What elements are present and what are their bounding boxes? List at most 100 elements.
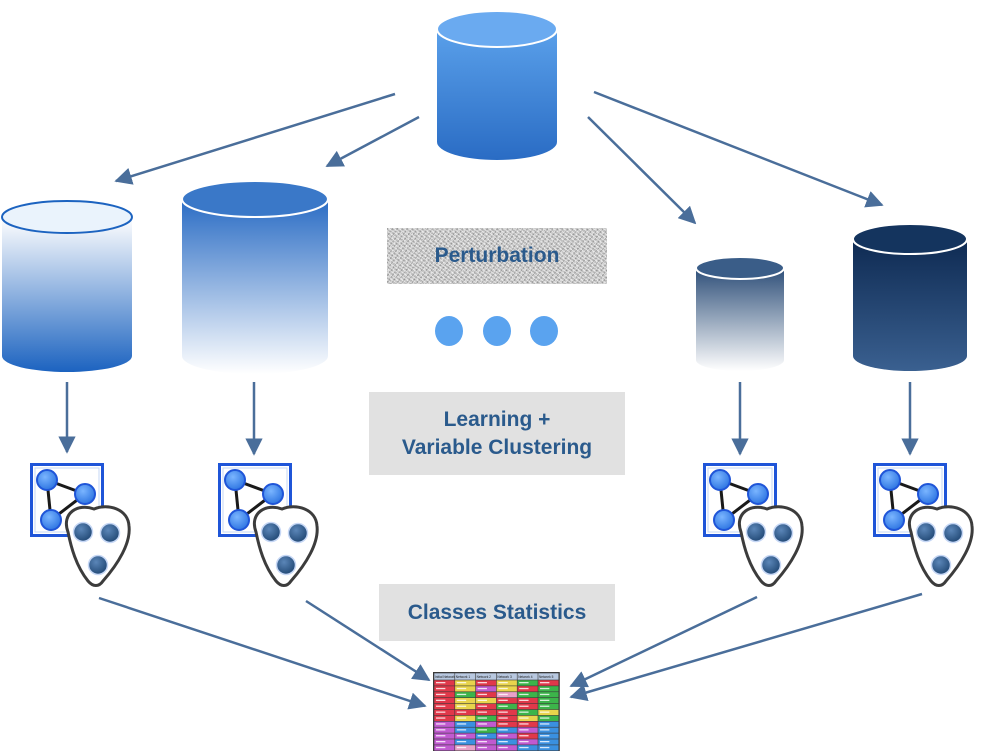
- cluster-icon: [64, 505, 131, 587]
- table-cell-text: [436, 711, 446, 713]
- table-cell-text: [477, 711, 487, 713]
- table-cell-text: [519, 729, 529, 731]
- table-cell-text: [540, 746, 550, 749]
- table-cell-text: [477, 735, 487, 737]
- table-cell-text: [456, 735, 467, 737]
- table-cell-text: [540, 682, 550, 684]
- table-header-cell: [434, 673, 455, 680]
- ellipsis-dot: [483, 316, 511, 346]
- arrow-source-to-db3: [587, 116, 697, 225]
- table-cell-text: [519, 693, 529, 696]
- arrow-network3-to-table: [569, 595, 758, 688]
- network-cluster-icon-1: [30, 463, 131, 587]
- table-cell-text: [519, 687, 529, 690]
- perturbation-arrows: [114, 90, 884, 225]
- table-header-cell: [496, 673, 517, 680]
- table-cell-text: [456, 705, 467, 707]
- arrow-source-to-db1: [114, 92, 396, 185]
- table-cell-text: [540, 705, 550, 707]
- source-database-icon: [436, 10, 558, 160]
- table-cell-text: [456, 717, 467, 719]
- table-cell-text: [477, 741, 487, 743]
- table-cell-text: [436, 682, 446, 684]
- table-cell-text: [540, 687, 550, 690]
- table-cell-text: [498, 735, 508, 737]
- table-cell-text: [540, 693, 550, 696]
- table-cell-text: [519, 705, 529, 707]
- arrow-network1-to-table: [98, 596, 427, 710]
- ellipsis-dot: [435, 316, 463, 346]
- table-cell-text: [436, 687, 446, 690]
- table-cell-text: [477, 682, 487, 684]
- table-header-text: Initial Network: [435, 675, 455, 679]
- perturbed-database-3-icon: [695, 256, 785, 371]
- table-cell-text: [519, 735, 529, 737]
- table-header-text: Network 3: [497, 675, 512, 679]
- table-cell-text: [436, 723, 446, 725]
- ellipsis-dot: [530, 316, 558, 346]
- table-cell-text: [519, 699, 529, 701]
- table-header-cell: [538, 673, 559, 680]
- table-cell-text: [436, 693, 446, 696]
- learning-arrows: [58, 382, 919, 456]
- table-cell-text: [498, 711, 508, 713]
- perturbation-label: Perturbation: [387, 228, 607, 284]
- table-cell-text: [498, 729, 508, 731]
- table-cell-text: [498, 723, 508, 725]
- network-icon: [873, 463, 947, 537]
- table-cell-text: [498, 705, 508, 707]
- classes-statistics-label: Classes Statistics: [379, 584, 615, 641]
- table-cell-text: [477, 699, 487, 701]
- table-cell-text: [436, 741, 446, 743]
- network-icon: [703, 463, 777, 537]
- table-header-text: Network 4: [518, 675, 533, 679]
- table-cell-text: [456, 699, 467, 701]
- network-cluster-icon-3: [703, 463, 804, 587]
- table-cell-text: [456, 746, 467, 749]
- table-cell-text: [477, 687, 487, 690]
- learning-variable-clustering-label: Learning + Variable Clustering: [369, 392, 625, 475]
- table-cell-text: [540, 723, 550, 725]
- table-cell-text: [498, 746, 508, 749]
- table-cell-text: [436, 705, 446, 707]
- table-cell-text: [477, 693, 487, 696]
- table-cell-text: [436, 717, 446, 719]
- arrow-network2-to-table: [305, 599, 431, 682]
- table-header-text: Network 2: [477, 675, 492, 679]
- table-cell-text: [498, 693, 508, 696]
- table-cell-text: [540, 711, 550, 713]
- table-cell-text: [456, 693, 467, 696]
- table-cell-text: [498, 682, 508, 684]
- table-cell-text: [540, 717, 550, 719]
- table-cell-text: [519, 682, 529, 684]
- network-cluster-icon-2: [218, 463, 319, 587]
- table-cell-text: [540, 699, 550, 701]
- table-cell-text: [436, 746, 446, 749]
- table-header-cell: [455, 673, 476, 680]
- table-cell-text: [519, 717, 529, 719]
- network-cluster-icon-4: [873, 463, 974, 587]
- table-cell-text: [477, 746, 487, 749]
- table-cell-text: [456, 723, 467, 725]
- table-cell-text: [456, 741, 467, 743]
- perturbed-database-4-icon: [852, 223, 968, 371]
- cluster-icon: [907, 505, 974, 587]
- table-cell-text: [436, 735, 446, 737]
- table-cell-text: [519, 723, 529, 725]
- table-header-text: Network 1: [456, 675, 471, 679]
- arrow-source-to-db4: [593, 90, 884, 208]
- table-cell-text: [498, 687, 508, 690]
- table-cell-text: [540, 729, 550, 731]
- table-cell-text: [498, 741, 508, 743]
- table-cell-text: [519, 746, 529, 749]
- table-cell-text: [498, 699, 508, 701]
- cluster-icon: [737, 505, 804, 587]
- table-cell-text: [456, 711, 467, 713]
- table-cell-text: [436, 729, 446, 731]
- table-header-cell: [475, 673, 497, 680]
- statistics-arrows: [98, 592, 923, 710]
- table-header-cell: [517, 673, 538, 680]
- arrow-network4-to-table: [569, 592, 923, 701]
- table-cell-text: [477, 723, 487, 725]
